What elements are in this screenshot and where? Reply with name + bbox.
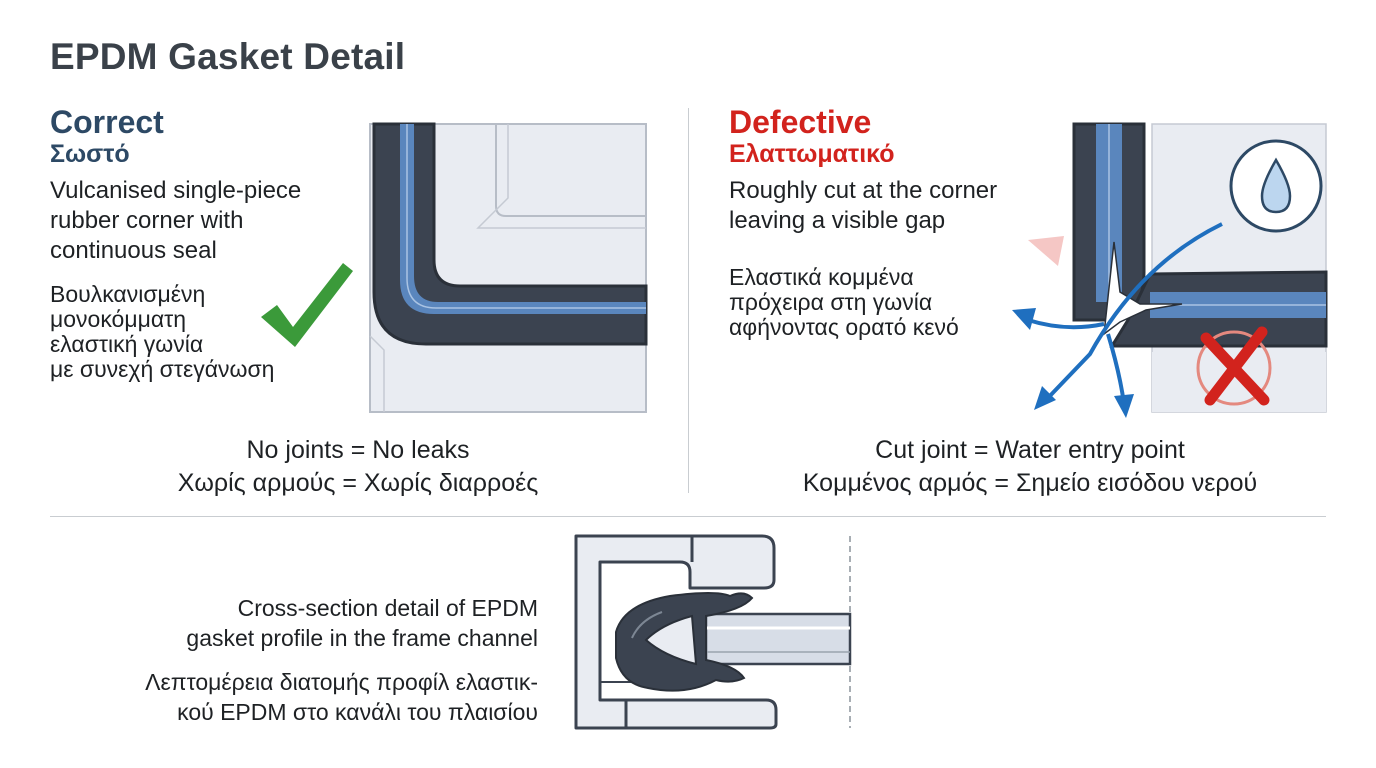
cross-section-diagram <box>574 534 852 730</box>
correct-heading-gr: Σωστό <box>50 140 130 168</box>
cross-section-description-gr: Λεπτομέρεια διατομής προφίλ ελαστικ- κού… <box>145 669 538 725</box>
correct-description-en: Vulcanised single-piece rubber corner wi… <box>50 177 302 264</box>
check-mark-icon <box>261 263 353 347</box>
defective-corner-diagram <box>1012 122 1328 418</box>
defective-heading-gr: Ελαττωματικό <box>729 140 895 168</box>
defective-heading-en: Defective <box>729 104 872 140</box>
defective-caption: Cut joint = Water entry point Κομμένος α… <box>802 436 1258 497</box>
water-drop-icon <box>1229 139 1323 233</box>
page-title: EPDM Gasket Detail <box>50 36 406 77</box>
correct-caption: No joints = No leaks Χωρίς αρμούς = Χωρί… <box>177 436 539 497</box>
defective-description-gr: Ελαστικά κομμένα πρόχειρα στη γωνία αφήν… <box>729 264 959 340</box>
cross-section-description-en: Cross-section detail of EPDM gasket prof… <box>186 595 538 651</box>
x-mark-icon <box>1196 326 1272 406</box>
correct-description-gr: Βουλκανισμένη μονοκόμματη ελαστική γωνία… <box>50 281 275 382</box>
defective-description-en: Roughly cut at the corner leaving a visi… <box>729 177 998 234</box>
correct-heading-en: Correct <box>50 104 164 140</box>
vertical-divider <box>688 108 689 493</box>
horizontal-divider <box>50 516 1326 517</box>
correct-corner-diagram <box>369 122 648 413</box>
